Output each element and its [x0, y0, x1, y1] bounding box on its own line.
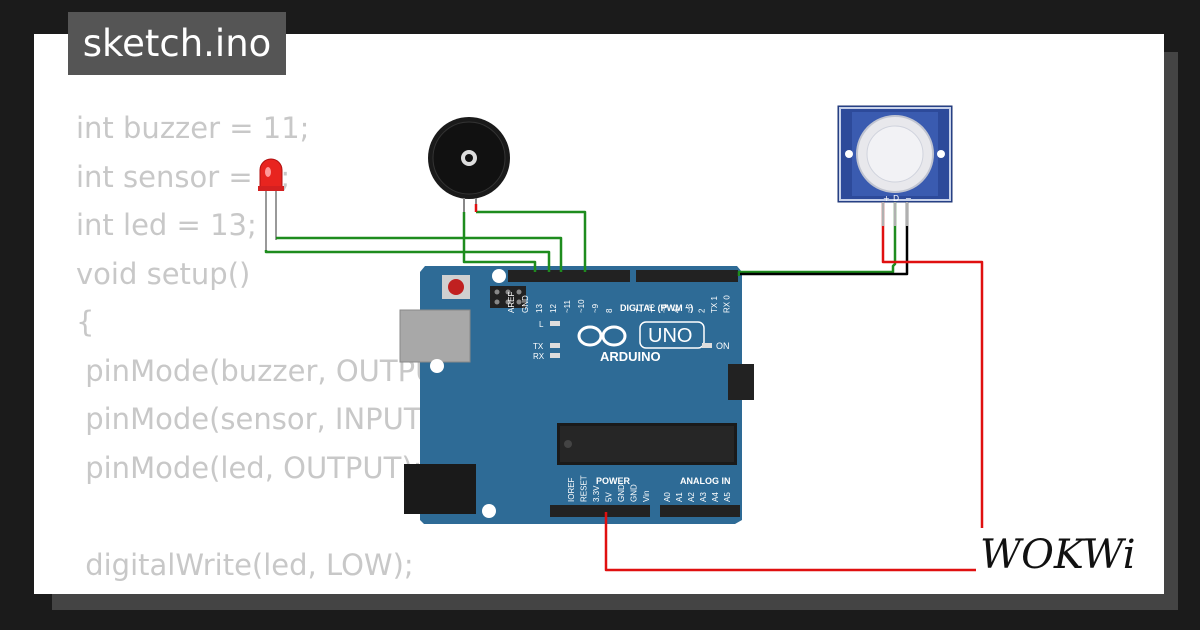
- wires: [264, 202, 984, 572]
- power-pin-label: 5V: [605, 492, 614, 502]
- uno-label: UNO: [648, 325, 692, 347]
- power-pin-label: GND: [630, 484, 639, 502]
- pir-signal-wire: [737, 202, 897, 276]
- code-line: pinMode(led, OUTPUT);: [76, 450, 423, 485]
- pir-pin-plus: +: [883, 194, 890, 203]
- analog-pin-label: A5: [723, 492, 732, 502]
- digital-pin-label: ~3: [685, 303, 694, 313]
- digital-pin-label: ~11: [563, 299, 572, 313]
- led-cathode-wire: [264, 250, 551, 272]
- analog-pin-label: A1: [675, 492, 684, 502]
- analog-pin-label: A3: [699, 492, 708, 502]
- arduino-label: ARDUINO: [600, 349, 661, 364]
- canvas-shadow-bottom: [52, 594, 1178, 610]
- digital-pin-label: ~9: [591, 303, 600, 313]
- power-pin-label: RESET: [580, 475, 589, 502]
- digital-pin-label: 8: [605, 308, 614, 313]
- buzzer-wire-1: [462, 212, 537, 272]
- analog-pins-label: ANALOG IN: [680, 476, 731, 486]
- red-led[interactable]: [258, 158, 284, 250]
- canvas-shadow-right: [1164, 52, 1178, 610]
- analog-pin-label: A4: [711, 492, 720, 502]
- digital-pin-label: 12: [549, 304, 558, 313]
- power-pin-label: 3.3V: [592, 485, 601, 502]
- code-line: void setup(): [76, 256, 251, 291]
- digital-pin-label: GND: [521, 295, 530, 313]
- digital-pin-label: AREF: [507, 292, 516, 313]
- digital-pin-label: RX 0: [723, 295, 732, 313]
- analog-pin-label: A0: [663, 492, 672, 502]
- wokwi-logo: WOKWi: [976, 528, 1152, 578]
- digital-pins-label: DIGITAL (PWM ~): [620, 303, 693, 313]
- sketch-title-badge[interactable]: sketch.ino: [68, 12, 286, 75]
- pir-motion-sensor[interactable]: + D −: [837, 105, 953, 203]
- power-pin-label: GND: [617, 484, 626, 502]
- circuit-diagram: + D − DIGITAL (PWM ~) ARDUI: [258, 105, 1152, 578]
- tx-led-label: TX: [533, 342, 544, 351]
- arduino-uno-board[interactable]: DIGITAL (PWM ~) ARDUINO UNO L TX RX ON P…: [399, 266, 754, 524]
- power-pin-label: Vin: [642, 491, 651, 502]
- led-anode-wire: [276, 236, 563, 272]
- digital-pin-label: ~5: [660, 303, 669, 313]
- buzzer[interactable]: [428, 117, 510, 212]
- pir-pin-minus: −: [905, 194, 912, 203]
- digital-pin-label: ~10: [577, 299, 586, 313]
- code-line: {: [76, 305, 95, 339]
- svg-text:WOKWi: WOKWi: [980, 532, 1136, 578]
- pir-pin-d: D: [893, 194, 899, 203]
- code-line: int buzzer = 11;: [76, 111, 310, 145]
- arduino-logo: [577, 325, 627, 347]
- on-led-label: ON: [716, 341, 730, 351]
- code-line: digitalWrite(led, LOW);: [76, 547, 414, 582]
- simulation-canvas: int buzzer = 11;int sensor = 4;int led =…: [34, 34, 1164, 594]
- buzzer-wire-2: [476, 210, 587, 272]
- analog-pin-label: A2: [687, 492, 696, 502]
- digital-pin-label: 2: [698, 308, 707, 313]
- digital-pin-label: 13: [535, 304, 544, 313]
- rx-led-label: RX: [533, 352, 545, 361]
- digital-pin-label: 7: [635, 308, 644, 313]
- digital-pin-label: ~6: [648, 303, 657, 313]
- digital-pin-label: 4: [673, 308, 682, 313]
- l-led-label: L: [539, 320, 544, 329]
- code-line: int led = 13;: [76, 208, 257, 242]
- power-pin-label: IOREF: [567, 477, 576, 502]
- digital-pin-label: TX 1: [710, 296, 719, 313]
- pir-power-wire: [604, 202, 984, 572]
- power-pins-label: POWER: [596, 476, 631, 486]
